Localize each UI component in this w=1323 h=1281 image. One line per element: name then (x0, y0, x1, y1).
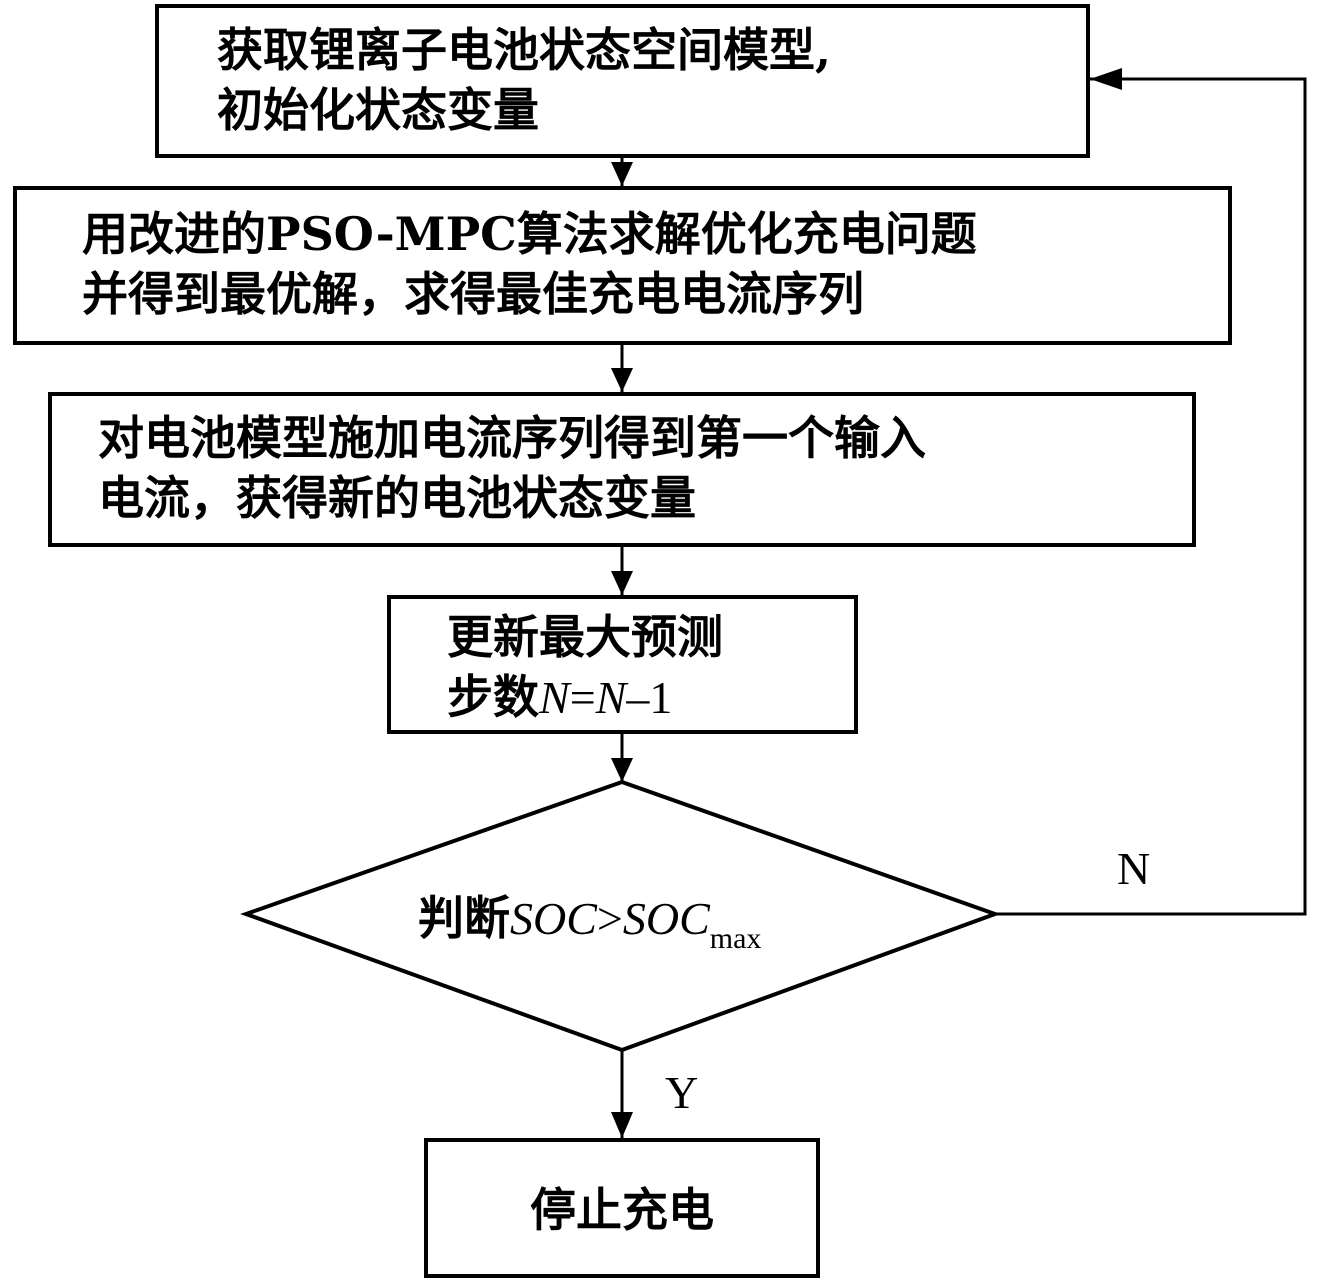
branch-label-no: N (1117, 843, 1151, 894)
step-init-model: 获取锂离子电池状态空间模型, 初始化状态变量 (155, 4, 1090, 158)
step-apply-line-1: 对电池模型施加电流序列得到第一个输入 (98, 411, 926, 465)
step-optimize-line-1: 用改进的PSO-MPC算法求解优化充电问题 (82, 207, 977, 261)
step-update-horizon: 更新最大预测 步数N=N–1 (387, 595, 858, 734)
step-update-line-2: 步数N=N–1 (447, 667, 723, 728)
arrowhead-step3 (611, 368, 633, 392)
step-init-line-2: 初始化状态变量 (217, 83, 539, 137)
var-n-2: N (595, 672, 627, 723)
var-n: N (539, 672, 570, 723)
equals-sign: = (569, 672, 596, 723)
arrow-loop-back (995, 77, 1307, 916)
step-optimize-line-2: 并得到最优解，求得最佳充电电流序列 (82, 267, 864, 321)
stop-charging-label: 停止充电 (530, 1183, 714, 1237)
minus-one: –1 (626, 672, 673, 723)
step-apply-current: 对电池模型施加电流序列得到第一个输入 电流，获得新的电池状态变量 (48, 392, 1196, 547)
var-soc: SOC (510, 893, 597, 944)
decision-prefix: 判断 (418, 891, 510, 945)
greater-than-sign: > (596, 893, 623, 944)
branch-label-yes: Y (665, 1067, 699, 1118)
step-stop-charging: 停止充电 (424, 1138, 820, 1278)
step-pso-mpc-optimize: 用改进的PSO-MPC算法求解优化充电问题 并得到最优解，求得最佳充电电流序列 (13, 186, 1232, 345)
decision-diamond (240, 779, 1001, 1053)
decision-condition: 判断SOC>SOCmax (418, 882, 761, 956)
step-init-line-1: 获取锂离子电池状态空间模型, (217, 23, 832, 77)
step-apply-line-2: 电流，获得新的电池状态变量 (98, 471, 696, 525)
var-soc-max: SOC (622, 893, 710, 944)
arrowhead-decision (611, 758, 633, 782)
subscript-max: max (709, 922, 762, 955)
step-update-line-1: 更新最大预测 (447, 610, 723, 664)
arrowhead-loop (1090, 68, 1122, 90)
arrowhead-end (611, 1112, 633, 1138)
step-update-prefix: 步数 (447, 670, 539, 724)
arrowhead-step2 (611, 162, 633, 186)
arrowhead-step4 (611, 571, 633, 595)
